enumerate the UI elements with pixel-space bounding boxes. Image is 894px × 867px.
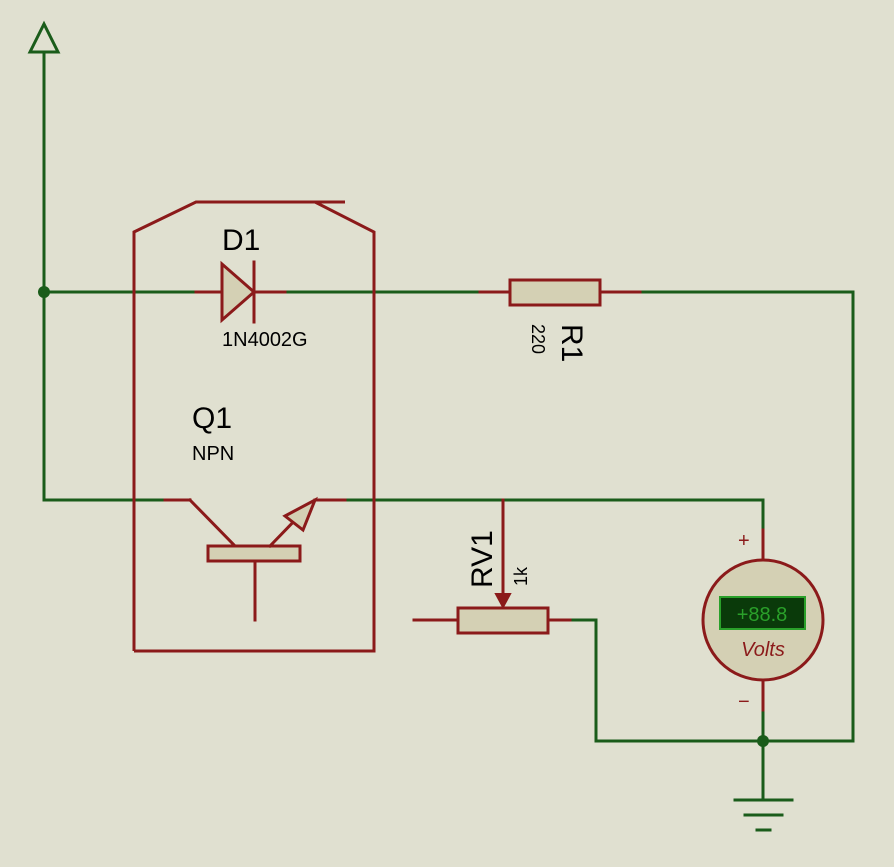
voltmeter-lcd (719, 596, 806, 630)
diode-ref-label: D1 (222, 224, 260, 257)
resistor-ref-label: R1 (555, 324, 588, 362)
transistor-value-label: NPN (192, 443, 234, 465)
resistor-value-label: 220 (528, 324, 548, 354)
potentiometer-ref-label: RV1 (466, 530, 499, 588)
voltmeter-unit-label: Volts (741, 639, 785, 661)
power-terminal[interactable] (27, 20, 61, 502)
diode-value-label: 1N4002G (222, 329, 308, 351)
wire-top-rail[interactable] (42, 290, 855, 743)
transistor-base-bar (206, 544, 302, 563)
diode-d1[interactable] (194, 260, 287, 324)
voltmeter-display-value: +88.8 (737, 604, 788, 626)
voltmeter-plus-sign: + (738, 530, 750, 552)
resistor-r1[interactable] (478, 278, 642, 307)
junction-dot-ground (757, 735, 769, 747)
junction-dot-left (38, 286, 50, 298)
component-package-outline (132, 200, 376, 653)
potentiometer-rv1[interactable] (412, 498, 572, 635)
diode-triangle-icon (220, 260, 257, 324)
voltmeter-minus-sign: − (738, 691, 750, 713)
voltmeter[interactable] (701, 528, 825, 712)
transistor-q1[interactable] (163, 496, 347, 622)
wire-emitter-rail[interactable] (343, 498, 765, 532)
wiper-arrow-icon (494, 593, 512, 610)
potentiometer-value-label: 1k (511, 566, 531, 586)
transistor-ref-label: Q1 (192, 402, 232, 435)
ground-icon (733, 798, 794, 832)
transistor-emitter-arrow-icon (282, 496, 318, 533)
wire-ground-rail[interactable] (568, 618, 855, 802)
